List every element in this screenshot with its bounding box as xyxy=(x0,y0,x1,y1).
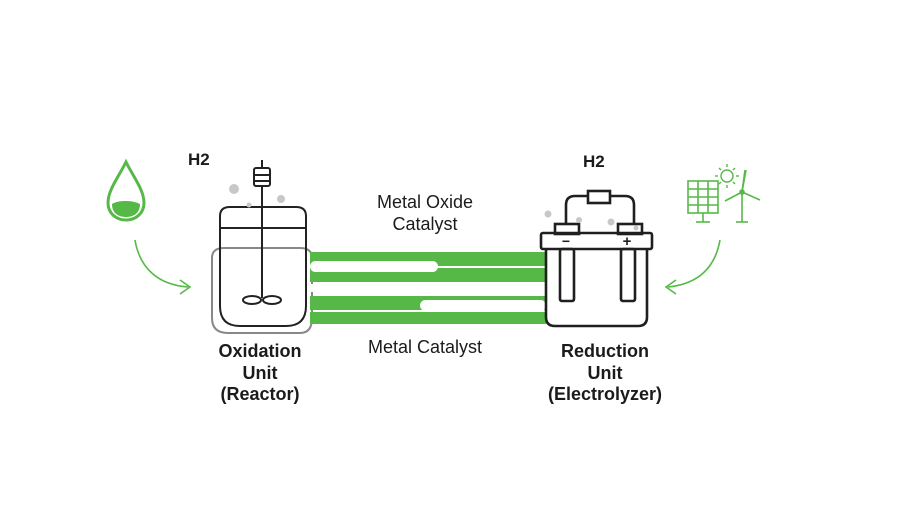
sun-icon xyxy=(715,164,739,188)
reactor-h2-label: H2 xyxy=(188,150,210,169)
battery-minus-label: − xyxy=(562,233,570,249)
oxidation-unit-line-1: Oxidation xyxy=(218,341,302,361)
catalyst-pipes xyxy=(310,252,546,324)
water-drop-icon xyxy=(106,158,146,222)
oxidation-unit-label: Oxidation Unit (Reactor) xyxy=(190,341,330,406)
feed-arrow-right xyxy=(664,239,721,295)
electrolyzer-h2-label: H2 xyxy=(583,152,605,171)
battery-icon xyxy=(539,189,654,328)
feed-arrow-left xyxy=(134,239,192,295)
metal-oxide-catalyst-label: Metal Oxide Catalyst xyxy=(355,192,495,235)
metal-oxide-catalyst-line-2: Catalyst xyxy=(392,213,458,234)
reduction-unit-line-3: (Electrolyzer) xyxy=(547,384,663,405)
reduction-unit-line-2: Unit xyxy=(587,362,623,383)
wind-turbine-icon xyxy=(724,169,761,223)
gas-bubbles-electrolyzer xyxy=(544,210,639,231)
metal-catalyst-label: Metal Catalyst xyxy=(367,337,483,357)
reduction-unit-label: Reduction Unit (Electrolyzer) xyxy=(520,341,690,406)
oxidation-unit-line-2: Unit xyxy=(242,362,278,383)
oxidation-unit-line-3: (Reactor) xyxy=(220,384,300,405)
metal-oxide-catalyst-line-1: Metal Oxide xyxy=(376,192,474,212)
reduction-unit-line-1: Reduction xyxy=(561,341,649,361)
solar-panel-icon xyxy=(687,180,719,223)
reactor-vessel-icon xyxy=(211,160,313,334)
battery-plus-label: + xyxy=(623,233,632,250)
gas-bubbles-reactor xyxy=(229,184,285,208)
